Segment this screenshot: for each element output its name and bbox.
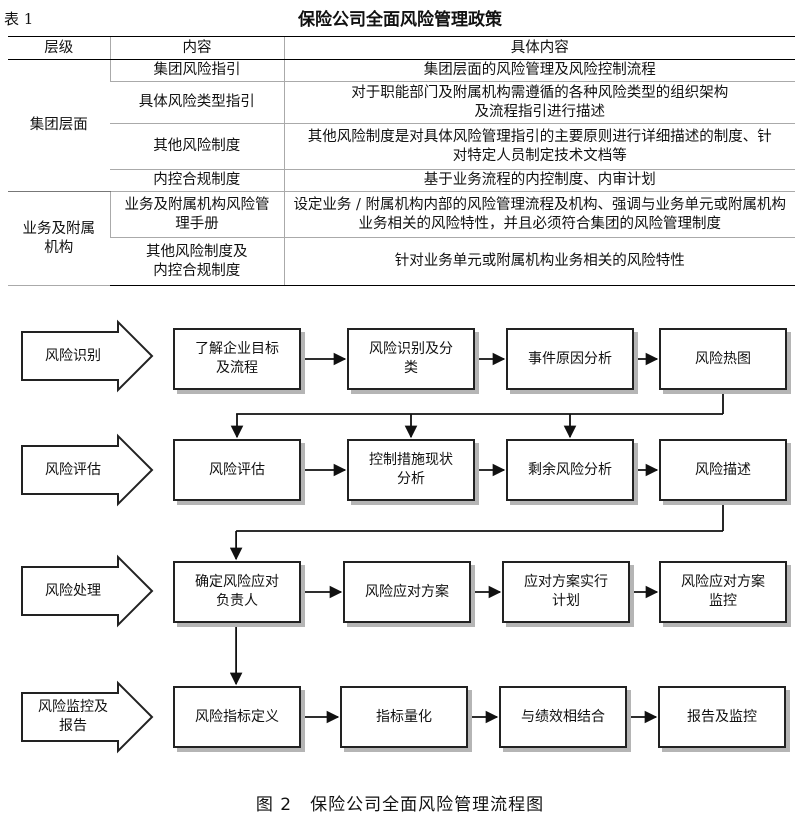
stage-arrow-3 xyxy=(21,680,154,754)
flow-step-box: 报告及监控 xyxy=(658,686,786,748)
stage-label: 风险评估 xyxy=(45,461,101,478)
table-label: 表 1 xyxy=(4,10,34,28)
level-cell-group: 集团层面 xyxy=(8,59,110,192)
header-content: 内容 xyxy=(109,36,284,60)
flow-step-box: 了解企业目标及流程 xyxy=(173,328,301,390)
flow-step-box: 风险热图 xyxy=(659,328,787,390)
flow-step-box: 风险识别及分类 xyxy=(347,328,475,390)
flow-step-box: 风险指标定义 xyxy=(173,686,301,748)
flow-step-box: 控制措施现状分析 xyxy=(347,439,475,501)
detail-cell: 集团层面的风险管理及风险控制流程 xyxy=(283,59,795,82)
table-header-row: 层级 内容 具体内容 xyxy=(8,36,795,60)
table-row: 业务及附属机构 业务及附属机构风险管理手册 设定业务 / 附属机构内部的风险管理… xyxy=(8,191,795,286)
stage-arrow-0 xyxy=(21,319,154,393)
stage-label: 风险处理 xyxy=(45,582,101,599)
flow-step-box: 剩余风险分析 xyxy=(506,439,634,501)
content-cell: 业务及附属机构风险管理手册 xyxy=(109,191,284,238)
stage-label: 风险识别 xyxy=(45,347,101,364)
flow-step-box: 风险评估 xyxy=(173,439,301,501)
figure-caption: 图 2 保险公司全面风险管理流程图 xyxy=(255,795,545,815)
flow-step-box: 风险应对方案 xyxy=(343,561,471,623)
detail-cell: 基于业务流程的内控制度、内审计划 xyxy=(283,169,795,192)
table-row: 具体风险类型指引 对于职能部门及附属机构需遵循的各种风险类型的组织架构及流程指引… xyxy=(8,81,795,124)
header-level: 层级 xyxy=(8,36,110,60)
flow-step-box: 确定风险应对负责人 xyxy=(173,561,301,623)
stage-arrow-1 xyxy=(21,433,154,507)
content-cell: 内控合规制度 xyxy=(110,169,284,192)
level-cell-business: 业务及附属机构 xyxy=(8,191,110,286)
table-title: 保险公司全面风险管理政策 xyxy=(298,10,502,30)
policy-table: 层级 内容 具体内容 集团层面 集团风险指引 集团层面的风险管理及风险控制流程 … xyxy=(8,36,795,286)
stage-label: 风险监控及报告 xyxy=(38,699,108,734)
content-cell: 其他风险制度 xyxy=(110,123,284,170)
header-detail: 具体内容 xyxy=(283,36,795,60)
content-cell: 集团风险指引 xyxy=(109,59,284,82)
detail-cell: 设定业务 / 附属机构内部的风险管理流程及机构、强调与业务单元或附属机构业务相关… xyxy=(283,191,795,238)
flow-step-box: 与绩效相结合 xyxy=(499,686,627,748)
detail-cell: 针对业务单元或附属机构业务相关的风险特性 xyxy=(283,237,795,286)
flow-step-box: 应对方案实行计划 xyxy=(502,561,630,623)
content-cell: 具体风险类型指引 xyxy=(110,81,284,124)
flow-step-box: 事件原因分析 xyxy=(506,328,634,390)
table-row: 内控合规制度 基于业务流程的内控制度、内审计划 xyxy=(8,169,795,192)
flow-step-box: 风险描述 xyxy=(659,439,787,501)
table-row: 集团层面 集团风险指引 集团层面的风险管理及风险控制流程 xyxy=(8,59,795,192)
flow-step-box: 风险应对方案监控 xyxy=(659,561,787,623)
detail-cell: 其他风险制度是对具体风险管理指引的主要原则进行详细描述的制度、针对特定人员制定技… xyxy=(283,123,795,170)
stage-arrow-2 xyxy=(21,554,154,628)
content-cell: 其他风险制度及内控合规制度 xyxy=(110,237,284,286)
table-row: 其他风险制度及内控合规制度 针对业务单元或附属机构业务相关的风险特性 xyxy=(8,237,795,286)
table-row: 其他风险制度 其他风险制度是对具体风险管理指引的主要原则进行详细描述的制度、针对… xyxy=(8,123,795,170)
detail-cell: 对于职能部门及附属机构需遵循的各种风险类型的组织架构及流程指引进行描述 xyxy=(283,81,795,124)
flow-step-box: 指标量化 xyxy=(340,686,468,748)
